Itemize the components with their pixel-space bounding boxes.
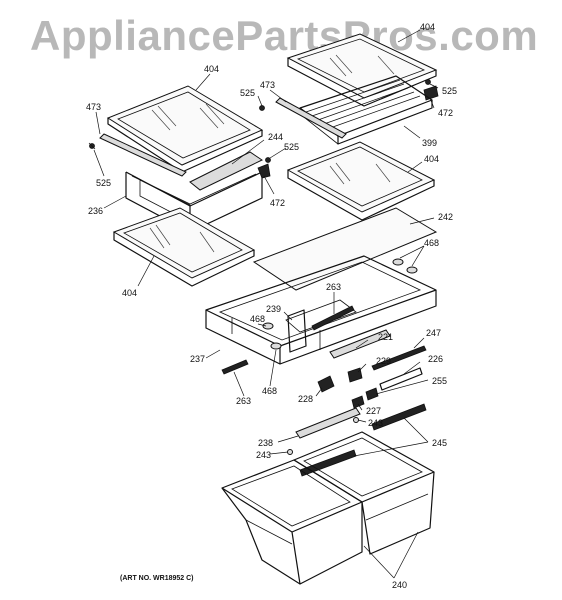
shelf-upper-left [106,85,264,173]
screw-525-mid [265,157,271,163]
rail-245-lower [299,449,357,477]
label-237: 237 [190,354,205,364]
label-404-upper-left: 404 [204,64,219,74]
slide-247 [371,345,427,371]
crisper-frame [205,255,437,365]
pan-240-left [221,459,363,585]
label-221: 221 [378,332,393,342]
label-236: 236 [88,206,103,216]
shelf-upper-right [286,33,438,107]
label-242: 242 [438,212,453,222]
label-472-right: 472 [438,108,453,118]
label-525-left: 525 [96,178,111,188]
label-240: 240 [392,580,407,590]
label-525-mid: 525 [284,142,299,152]
label-468-mid: 468 [250,314,265,324]
label-525-upper-mid: 525 [240,88,255,98]
label-238: 238 [258,438,273,448]
label-243-lower: 243 [256,450,271,460]
shelf-middle-right [286,141,436,221]
label-404-middle-right: 404 [424,154,439,164]
label-229: 229 [376,356,391,366]
label-473-right: 473 [260,80,275,90]
label-226: 226 [428,354,443,364]
label-244: 244 [268,132,283,142]
label-399: 399 [422,138,437,148]
pan-240-right [293,431,435,555]
damper-468-c [262,322,274,330]
label-247: 247 [426,328,441,338]
control-239 [287,309,307,353]
label-472-left: 472 [270,198,285,208]
screw-525-left [88,142,96,150]
clip-227 [351,395,365,409]
slide-263-upper [311,305,355,331]
cover-244 [189,151,264,191]
label-263-upper: 263 [326,282,341,292]
label-228: 228 [298,394,313,404]
slide-226 [379,367,423,391]
label-255: 255 [432,376,447,386]
bracket-472-left [257,163,271,179]
roller-255 [365,387,379,401]
damper-468-d [270,342,282,350]
label-525-right: 525 [442,86,457,96]
damper-468-b [406,266,418,274]
rail-221 [329,329,391,359]
label-473-left: 473 [86,102,101,112]
label-245: 245 [432,438,447,448]
label-227: 227 [366,406,381,416]
bracket-472-right [423,85,439,101]
rail-245-upper [371,403,427,431]
leader-lines [93,29,439,579]
screw-243-lower [287,449,293,455]
shelf-lower-left [112,207,256,287]
rail-473-left [99,133,187,177]
label-263-lower: 263 [236,396,251,406]
screw-243-upper [353,417,359,423]
wire-shelf-399 [299,75,433,145]
slide-263-lower [221,359,249,375]
screw-525-right-upper [259,105,265,111]
glass-cover-242 [252,207,438,291]
label-239: 239 [266,304,281,314]
watermark-text: AppliancePartsPros.com [30,12,538,59]
damper-468-a [392,258,404,266]
label-404-lower-left: 404 [122,288,137,298]
slide-238 [295,407,361,439]
label-404-upper-right: 404 [420,22,435,32]
label-468-right: 468 [424,238,439,248]
rail-473-right [275,97,347,139]
label-468-lower: 468 [262,386,277,396]
art-number: (ART NO. WR18952 C) [120,575,194,582]
label-243-upper: 243 [368,418,383,428]
screw-525-top-right [425,79,431,85]
